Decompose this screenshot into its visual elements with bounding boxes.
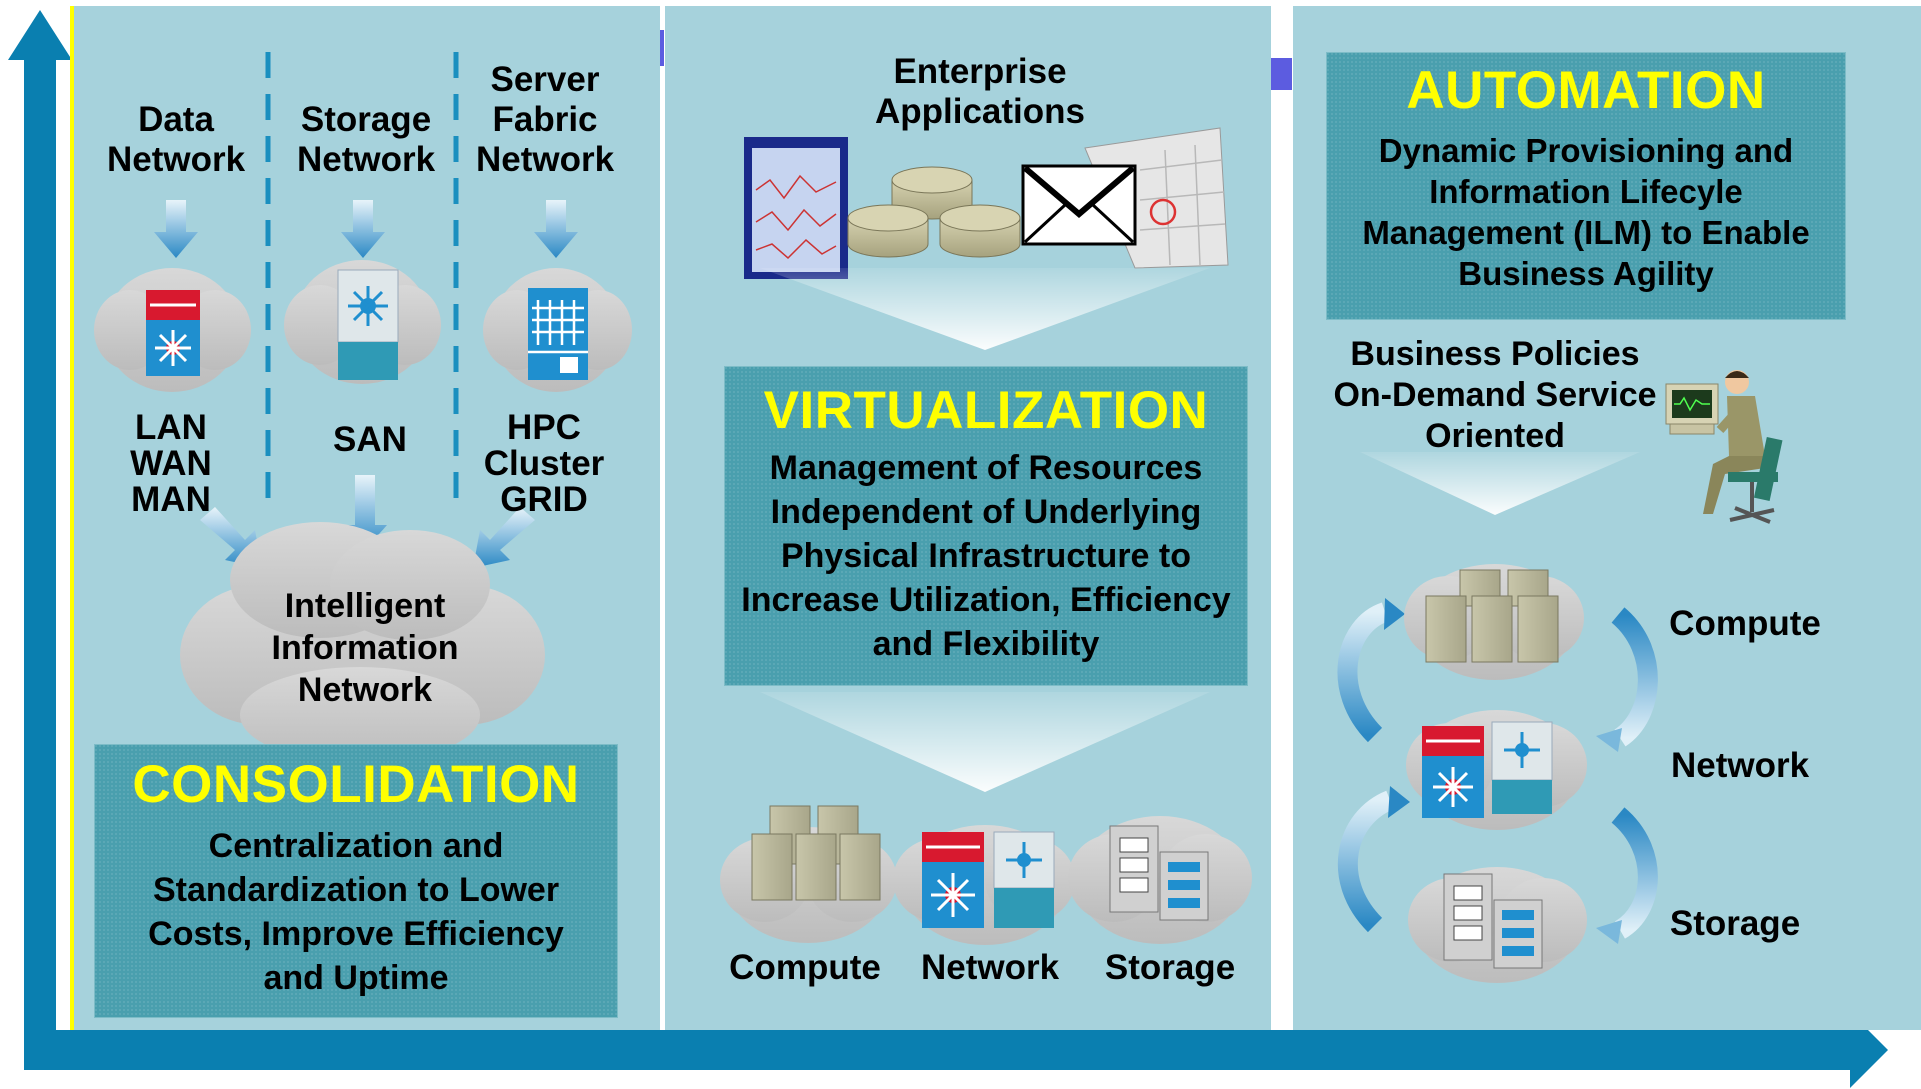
horizontal-axis-arrow bbox=[24, 1012, 1888, 1088]
automation-description: Dynamic Provisioning and Information Lif… bbox=[1362, 132, 1810, 292]
storage-network-label: Storage Network bbox=[296, 100, 436, 179]
enterprise-applications-label: Enterprise Applications bbox=[874, 52, 1086, 131]
automation-network-label: Network bbox=[1670, 746, 1810, 785]
business-policies-label: Business Policies On-Demand Service Orie… bbox=[1333, 335, 1657, 455]
consolidation-description: Centralization and Standardization to Lo… bbox=[148, 827, 564, 997]
cycle-arrow-icon bbox=[1337, 790, 1395, 933]
cycle-arrow-icon bbox=[1611, 807, 1658, 939]
san-label: SAN bbox=[333, 420, 407, 459]
network-cloud-icon bbox=[893, 825, 1075, 945]
switch-icon bbox=[146, 290, 200, 376]
network-label: Network bbox=[920, 948, 1060, 987]
automation-compute-label: Compute bbox=[1669, 604, 1821, 643]
hpc-cluster-grid-label: HPC Cluster GRID bbox=[483, 408, 605, 519]
virtualization-description: Management of Resources Independent of U… bbox=[741, 449, 1231, 663]
vertical-axis-arrow bbox=[8, 10, 72, 1060]
intelligent-network-label: Intelligent Information Network bbox=[271, 587, 459, 709]
data-network-label: Data Network bbox=[106, 100, 246, 179]
user-at-computer-icon bbox=[1665, 370, 1783, 524]
database-icon bbox=[847, 166, 1021, 258]
consolidation-title: CONSOLIDATION bbox=[132, 755, 580, 814]
compute-label: Compute bbox=[729, 948, 881, 987]
intelligent-network-cloud-icon bbox=[180, 522, 545, 763]
spreadsheet-icon bbox=[744, 137, 848, 279]
automation-storage-label: Storage bbox=[1669, 904, 1801, 943]
virtualization-title: VIRTUALIZATION bbox=[763, 381, 1209, 440]
funnel-arrow-icon bbox=[760, 268, 1210, 350]
storage-cloud-icon bbox=[1408, 867, 1587, 983]
storage-switch-icon bbox=[337, 269, 399, 380]
network-cloud-icon bbox=[1406, 710, 1587, 830]
storage-label: Storage bbox=[1104, 948, 1236, 987]
fabric-switch-icon bbox=[528, 288, 588, 380]
email-icon bbox=[1021, 164, 1137, 246]
cycle-arrow-icon bbox=[1337, 602, 1389, 743]
lan-wan-man-label: LAN WAN MAN bbox=[130, 408, 212, 519]
automation-title: AUTOMATION bbox=[1406, 61, 1766, 120]
consolidation-title-box bbox=[94, 744, 618, 1018]
cycle-arrow-icon bbox=[1611, 607, 1658, 747]
storage-cloud-icon bbox=[1068, 816, 1252, 944]
compute-cloud-icon bbox=[1404, 564, 1584, 680]
server-fabric-network-label: Server Fabric Network bbox=[475, 60, 615, 179]
compute-cloud-icon bbox=[720, 805, 897, 943]
funnel-arrow-icon bbox=[1360, 452, 1640, 515]
virtualization-title-box bbox=[724, 366, 1248, 686]
funnel-arrow-icon bbox=[760, 692, 1210, 792]
automation-title-box bbox=[1326, 52, 1846, 320]
